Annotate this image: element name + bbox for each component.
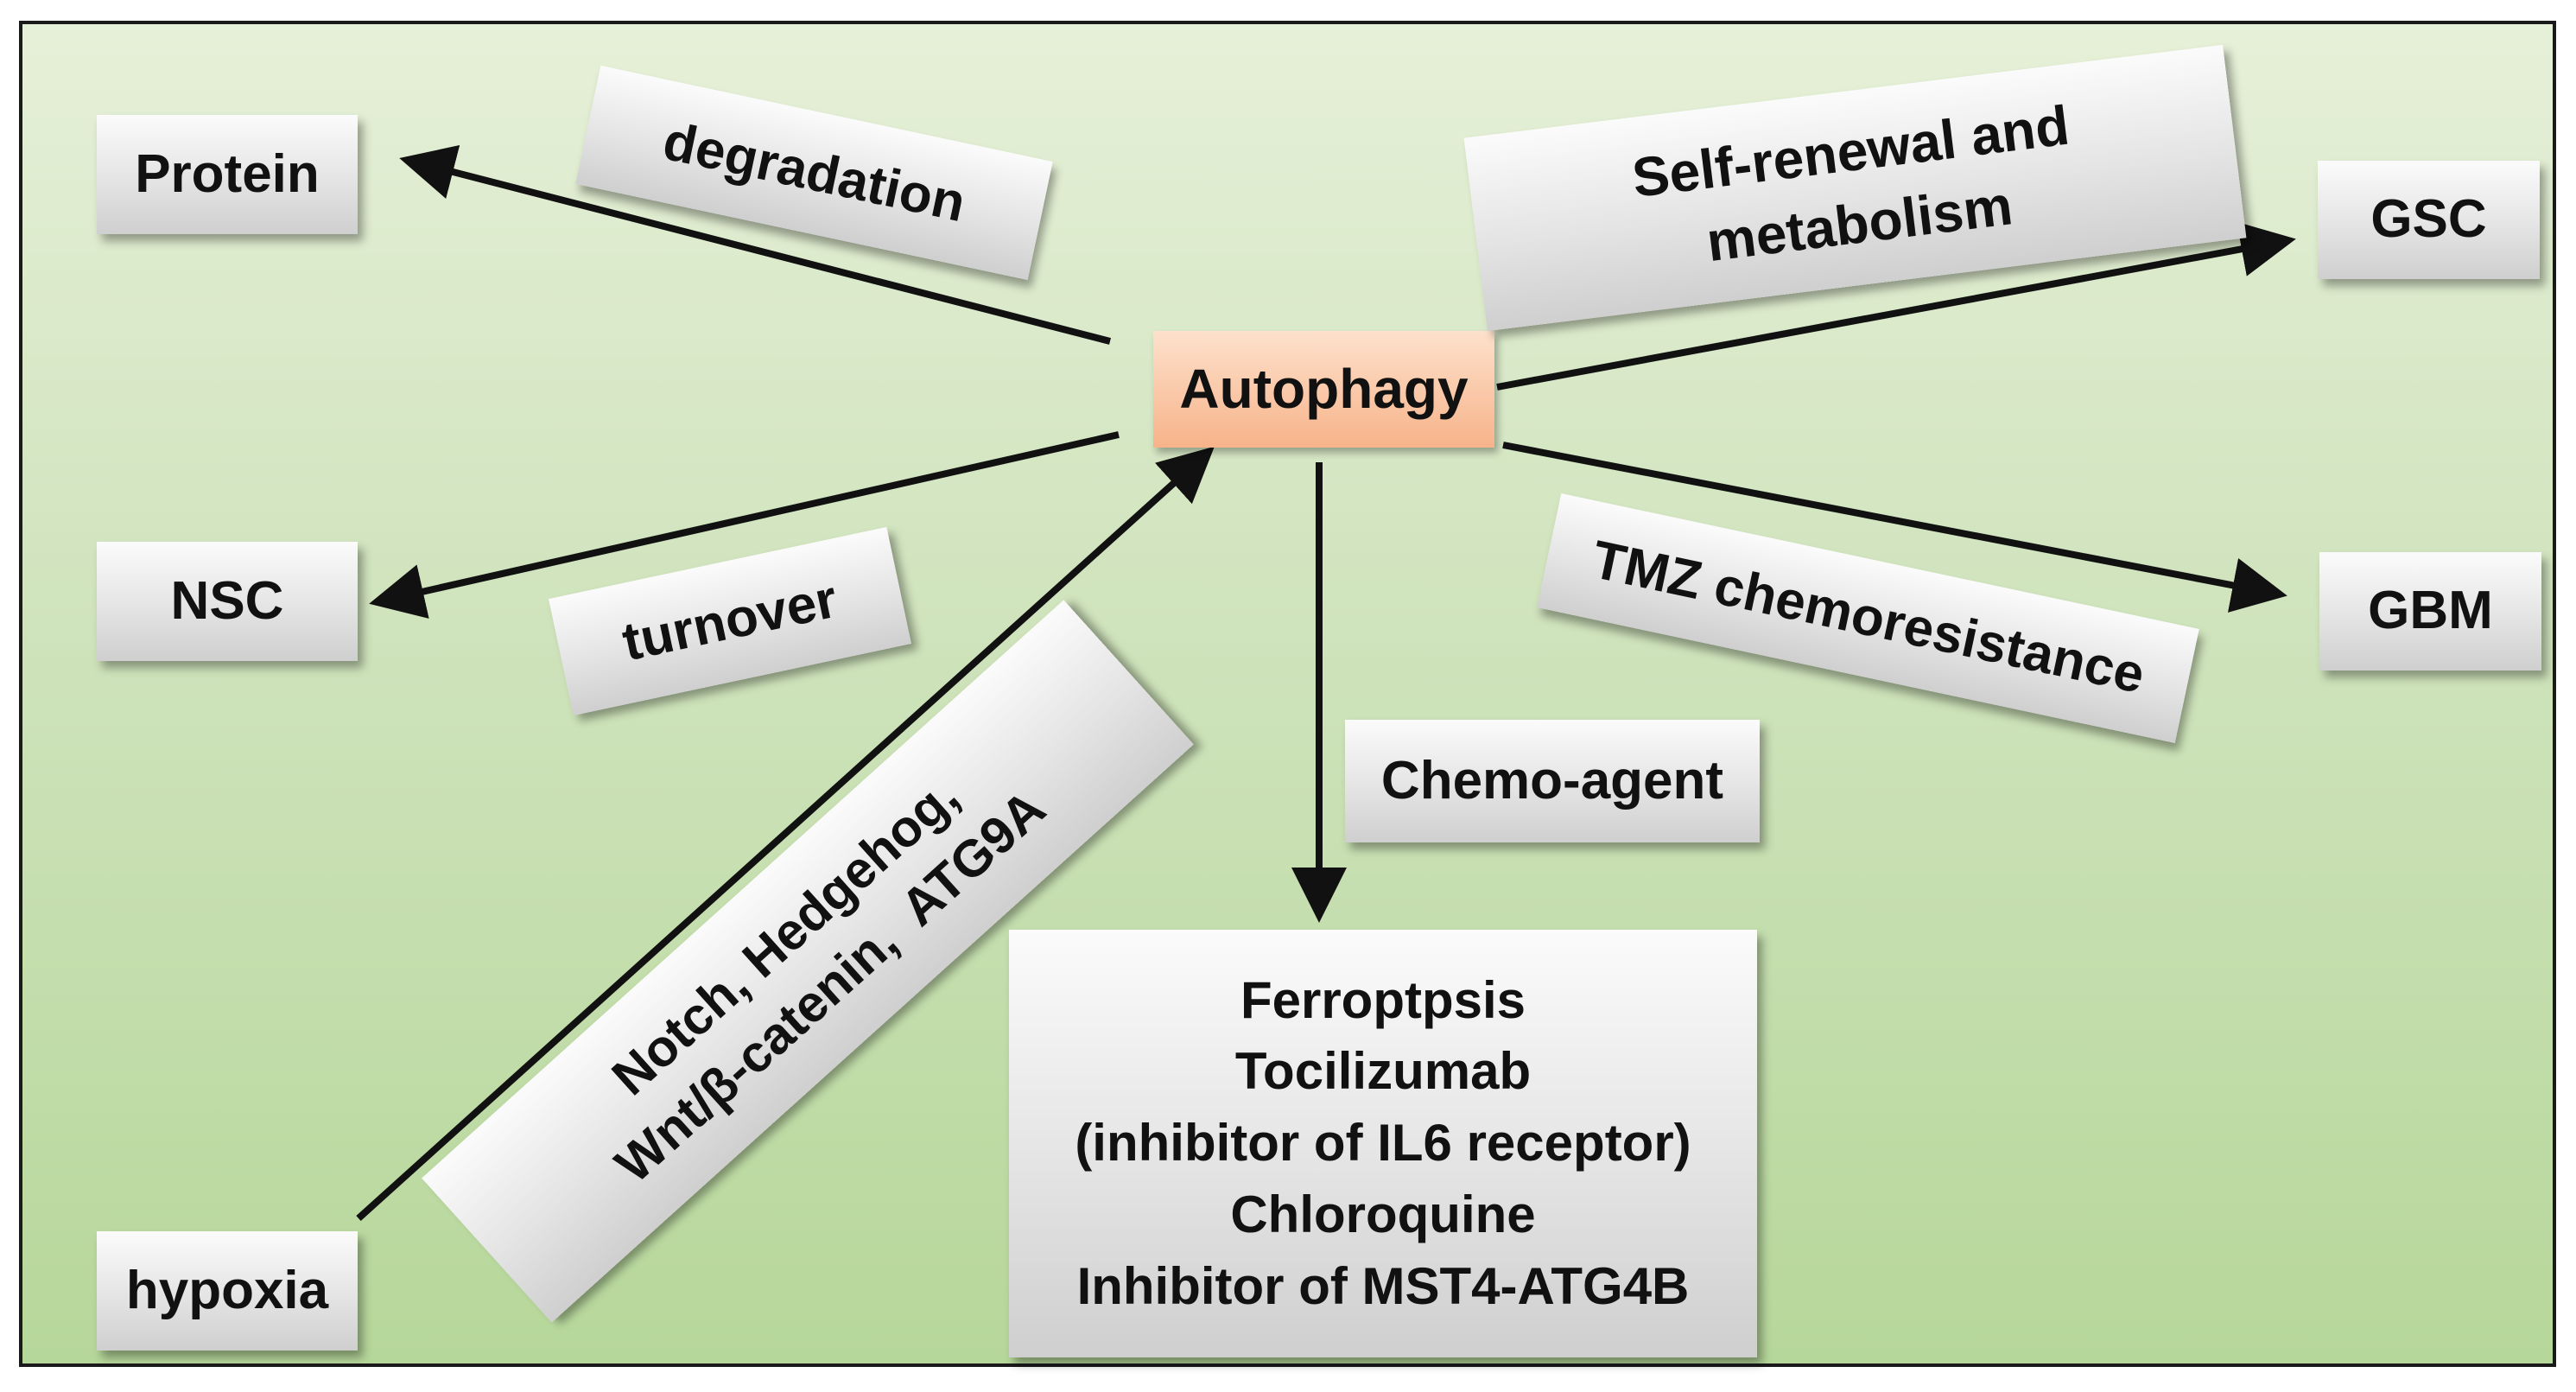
protein-node: Protein [97,115,358,234]
hypoxia-node: hypoxia [97,1231,358,1351]
treatments-list: Ferroptpsis Tocilizumab (inhibitor of IL… [1075,965,1691,1323]
arrow-to-gbm [1502,442,2287,613]
gbm-node: GBM [2319,552,2541,671]
treatment-item: Inhibitor of MST4-ATG4B [1076,1256,1690,1315]
chemo-agent-label: Chemo-agent [1380,750,1724,810]
gbm-label: GBM [2368,581,2493,641]
gsc-label: GSC [2370,189,2487,250]
autophagy-node: Autophagy [1153,331,1494,448]
gsc-node: GSC [2318,161,2540,279]
autophagy-label: Autophagy [1179,357,1469,420]
treatment-item: Ferroptpsis [1240,970,1526,1029]
arrow-hypoxia-to-autophagy [356,446,1215,1221]
nsc-node: NSC [97,542,358,661]
treatment-item: Chloroquine [1230,1185,1536,1243]
treatment-item: Tocilizumab [1234,1042,1532,1101]
hypoxia-label: hypoxia [125,1260,329,1320]
turnover-label: turnover [617,569,842,673]
protein-label: Protein [135,143,320,204]
arrow-to-nsc [369,431,1120,619]
chemo-agent-label-box: Chemo-agent [1345,720,1760,842]
arrow-to-protein [399,144,1111,345]
arrow-to-gsc [1496,221,2296,391]
treatments-box: Ferroptpsis Tocilizumab (inhibitor of IL… [1009,930,1757,1357]
nsc-label: NSC [170,570,284,631]
treatment-item: (inhibitor of IL6 receptor) [1075,1114,1691,1173]
